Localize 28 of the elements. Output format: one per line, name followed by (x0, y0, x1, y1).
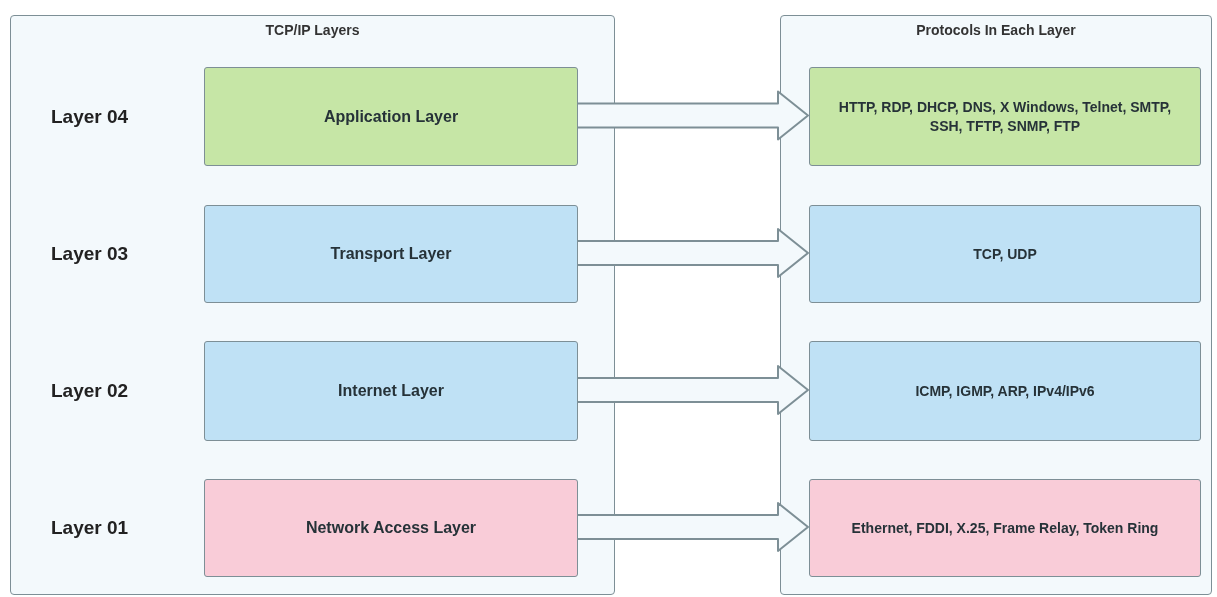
block-arrow (576, 502, 809, 552)
box-text: TCP, UDP (973, 244, 1037, 264)
layer-box (809, 341, 1201, 441)
layer-number: Layer 03 (51, 242, 130, 266)
layer-number: Layer 01 (51, 516, 130, 540)
box-text: Transport Layer (330, 244, 452, 265)
layer-box (204, 341, 578, 441)
box-text: Application Layer (323, 106, 459, 127)
block-arrow (576, 365, 809, 415)
box-text: ICMP, IGMP, ARP, IPv4/IPv6 (915, 381, 1095, 401)
layer-number: Layer 04 (51, 104, 130, 129)
layer-box (204, 67, 578, 166)
box-text: Ethernet, FDDI, X.25, Frame Relay, Token Ring (851, 518, 1159, 538)
panel-title: TCP/IP Layers (265, 22, 360, 38)
layer-panel (780, 15, 1212, 595)
layer-box (809, 205, 1201, 303)
layer-box (204, 205, 578, 303)
layer-number: Layer 02 (51, 379, 130, 403)
box-text: HTTP, RDP, DHCP, DNS, X Windows, Telnet, SMTP, SSH, TFTP, SNMP, FTP (837, 97, 1173, 136)
panel-title: Protocols In Each Layer (916, 22, 1076, 38)
layer-box (809, 67, 1201, 166)
box-text: Network Access Layer (305, 518, 477, 539)
layer-box (204, 479, 578, 577)
layer-box (809, 479, 1201, 577)
block-arrow (576, 90, 809, 141)
layer-panel (10, 15, 615, 595)
box-text: Internet Layer (338, 381, 444, 402)
block-arrow (576, 228, 809, 278)
